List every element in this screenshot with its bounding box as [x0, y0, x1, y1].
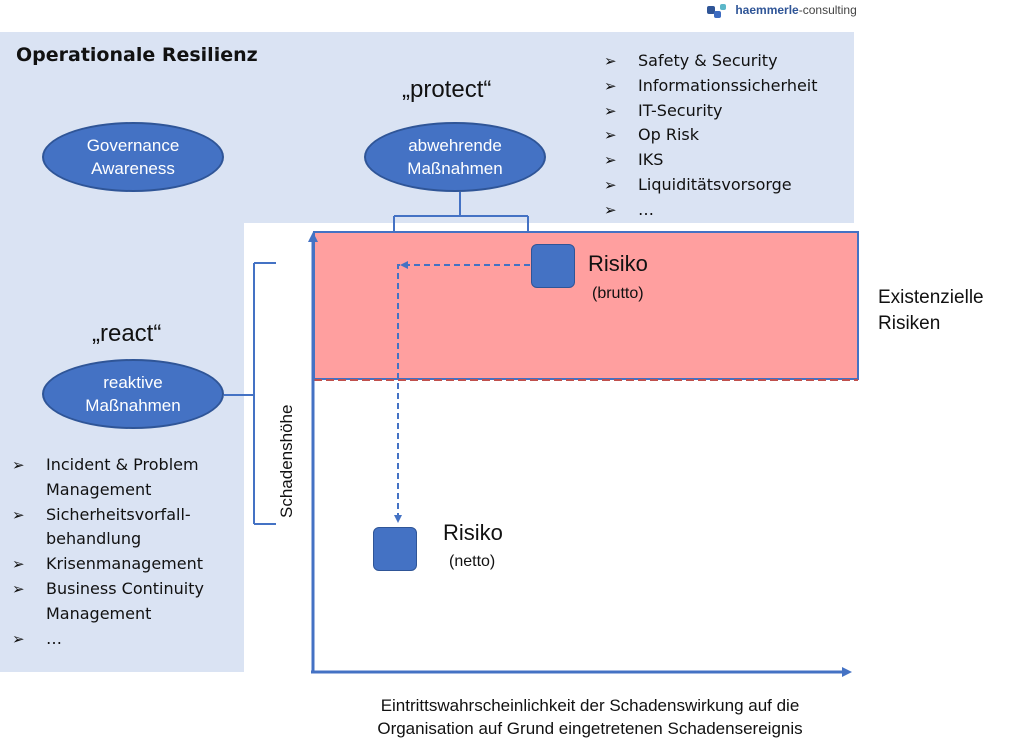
protect-list-item: Liquiditätsvorsorge [604, 173, 818, 198]
react-line2: Maßnahmen [85, 396, 181, 415]
diagram-title: Operationale Resilienz [16, 44, 258, 66]
x-axis-line2: Organisation auf Grund eingetretenen Sch… [377, 719, 803, 738]
react-list-item: Krisenmanagement [12, 552, 204, 577]
logo-suffix: -consulting [798, 3, 857, 18]
react-list-item-line2: Management [46, 603, 152, 623]
existential-risks-label: Existenzielle Risiken [878, 285, 984, 337]
react-list-item-line1: Incident & Problem [46, 455, 199, 474]
react-list-item-line1: Krisenmanagement [46, 554, 204, 574]
logo-name: haemmerle [735, 3, 799, 18]
protect-list-item: IKS [604, 148, 818, 173]
existential-risk-zone [313, 231, 859, 380]
x-axis-line1: Eintrittswahrscheinlichkeit der Schadens… [380, 696, 800, 715]
protect-list-item: … [604, 198, 818, 223]
react-list-item-line2: Management [46, 479, 152, 499]
y-axis-label: Schadenshöhe [277, 404, 296, 518]
risk-net-label: Risiko [443, 520, 503, 545]
x-axis-label: Eintrittswahrscheinlichkeit der Schadens… [300, 694, 880, 740]
react-list-item-line1: Sicherheitsvorfall- [46, 504, 191, 524]
risk-reduction-arrow [394, 264, 530, 523]
protect-line2: Maßnahmen [407, 159, 503, 178]
react-list-item: … [12, 627, 204, 652]
risk-gross-box [531, 244, 575, 288]
react-line1: reaktive [103, 373, 163, 392]
risk-gross-sub: (brutto) [592, 285, 644, 302]
react-list-item-line1: Business Continuity [46, 578, 204, 598]
governance-ellipse: Governance Awareness [42, 122, 224, 192]
protect-list-item: IT-Security [604, 99, 818, 124]
react-quote: „react“ [92, 320, 162, 347]
puzzle-icon [707, 4, 726, 18]
react-ellipse: reaktive Maßnahmen [42, 359, 224, 429]
risk-gross-label: Risiko [588, 251, 648, 276]
protect-measures-list: Safety & SecurityInformationssicherheitI… [604, 49, 818, 223]
react-list-item: Sicherheitsvorfall-behandlung [12, 503, 204, 553]
react-measures-list: Incident & ProblemManagementSicherheitsv… [12, 453, 204, 651]
react-list-item-line1: … [46, 628, 62, 648]
protect-ellipse: abwehrende Maßnahmen [364, 122, 546, 192]
protect-list-item: Informationssicherheit [604, 74, 818, 99]
protect-quote: „protect“ [402, 76, 492, 103]
protect-line1: abwehrende [408, 136, 502, 155]
risk-net-box [373, 527, 417, 571]
react-list-item-line2: behandlung [46, 529, 142, 549]
protect-list-item: Op Risk [604, 123, 818, 148]
risk-reduction-arrow-head-left [400, 261, 408, 269]
governance-line2: Awareness [91, 159, 175, 178]
logo: haemmerle-consulting [706, 2, 857, 20]
existential-line1: Existenzielle [878, 287, 984, 308]
protect-list-item: Safety & Security [604, 49, 818, 74]
governance-line1: Governance [86, 136, 180, 155]
existential-line2: Risiken [878, 313, 941, 334]
risk-net-sub: (netto) [449, 553, 496, 570]
